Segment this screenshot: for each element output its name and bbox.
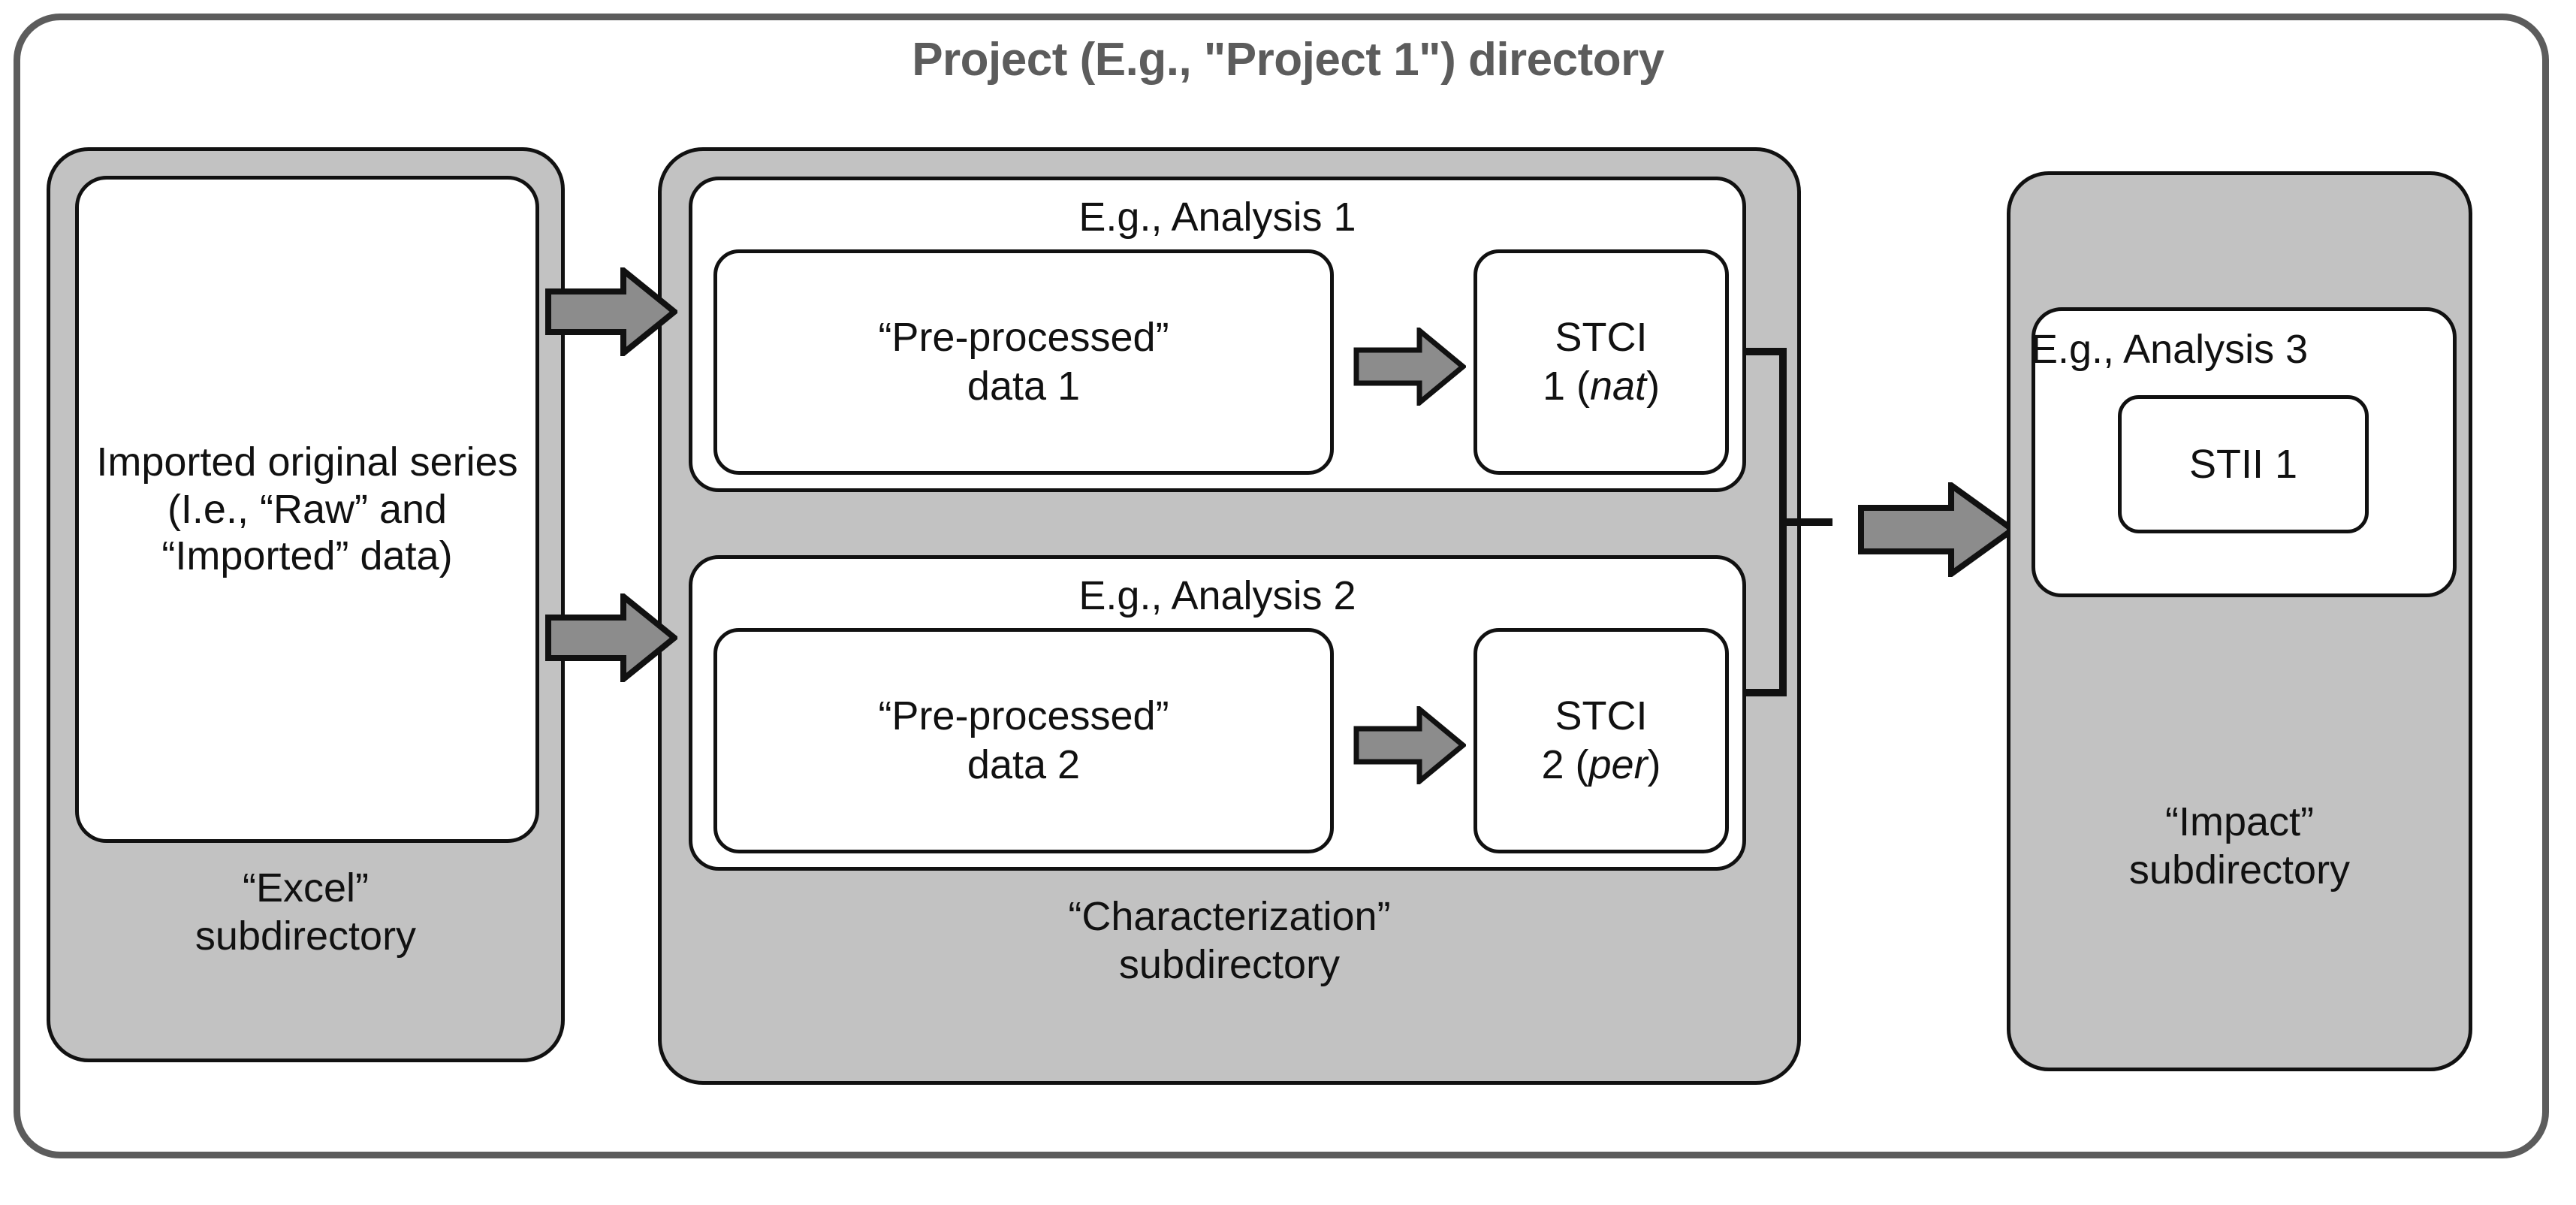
stci1-close: ) <box>1646 364 1661 409</box>
char-label-line2: subdirectory <box>1118 941 1341 987</box>
stci-1-box: STCI 1 (nat) <box>1474 249 1729 475</box>
pre-processed-data-1-box: “Pre-processed” data 1 <box>713 249 1334 475</box>
analysis-3-title: E.g., Analysis 3 <box>2031 327 2309 372</box>
stci1-italic: nat <box>1589 364 1647 409</box>
analysis-2-title: E.g., Analysis 2 <box>1078 573 1356 618</box>
stci2-num: 2 ( <box>1541 742 1589 787</box>
analysis-1-title: E.g., Analysis 1 <box>1078 195 1356 240</box>
characterization-subdirectory-label: “Characterization” subdirectory <box>662 893 1797 989</box>
analysis-3-box: E.g., Analysis 3 STII 1 <box>2031 307 2457 597</box>
pre-processed-data-2-box: “Pre-processed” data 2 <box>713 628 1334 853</box>
impact-label-line2: subdirectory <box>2128 847 2351 892</box>
excel-inner-box: Imported original series (I.e., “Raw” an… <box>75 176 539 843</box>
stci2-close: ) <box>1647 742 1661 787</box>
impact-subdirectory-label: “Impact” subdirectory <box>2010 799 2469 894</box>
analysis-1-box: E.g., Analysis 1 “Pre-processed” data 1 … <box>689 177 1746 492</box>
arrow-pp2-to-stci2-icon <box>1353 706 1466 784</box>
page-title: Project (E.g., "Project 1") directory <box>912 34 1664 86</box>
imported-original-series-text: Imported original series (I.e., “Raw” an… <box>96 439 518 579</box>
stci1-line1: STCI <box>1555 315 1648 361</box>
stci-2-box: STCI 2 (per) <box>1474 628 1729 853</box>
impact-label-line1: “Impact” <box>2164 799 2315 844</box>
impact-subdirectory: E.g., Analysis 3 STII 1 “Impact” subdire… <box>2007 171 2472 1071</box>
char-label-line1: “Characterization” <box>1068 894 1391 939</box>
excel-label-line2: subdirectory <box>195 913 417 959</box>
pp1-line2: data 1 <box>967 364 1081 409</box>
arrow-excel-to-analysis1-icon <box>545 267 677 356</box>
pp2-line2: data 2 <box>967 742 1081 787</box>
excel-label-line1: “Excel” <box>242 865 369 911</box>
excel-subdirectory-label: “Excel” subdirectory <box>50 865 561 960</box>
excel-subdirectory: Imported original series (I.e., “Raw” an… <box>47 147 565 1062</box>
stci2-italic: per <box>1588 742 1648 787</box>
arrow-stci-to-impact-icon <box>1858 482 2016 577</box>
pp1-line1: “Pre-processed” <box>878 315 1169 361</box>
arrow-excel-to-analysis2-icon <box>545 593 677 682</box>
characterization-subdirectory: E.g., Analysis 1 “Pre-processed” data 1 … <box>658 147 1801 1085</box>
arrow-pp1-to-stci1-icon <box>1353 328 1466 406</box>
stci1-num: 1 ( <box>1542 364 1590 409</box>
stci2-line1: STCI <box>1555 693 1648 739</box>
analysis-2-box: E.g., Analysis 2 “Pre-processed” data 2 … <box>689 555 1746 871</box>
pp2-line1: “Pre-processed” <box>878 693 1169 739</box>
bracket-icon <box>1742 346 1848 702</box>
stii-1-box: STII 1 <box>2118 395 2369 533</box>
